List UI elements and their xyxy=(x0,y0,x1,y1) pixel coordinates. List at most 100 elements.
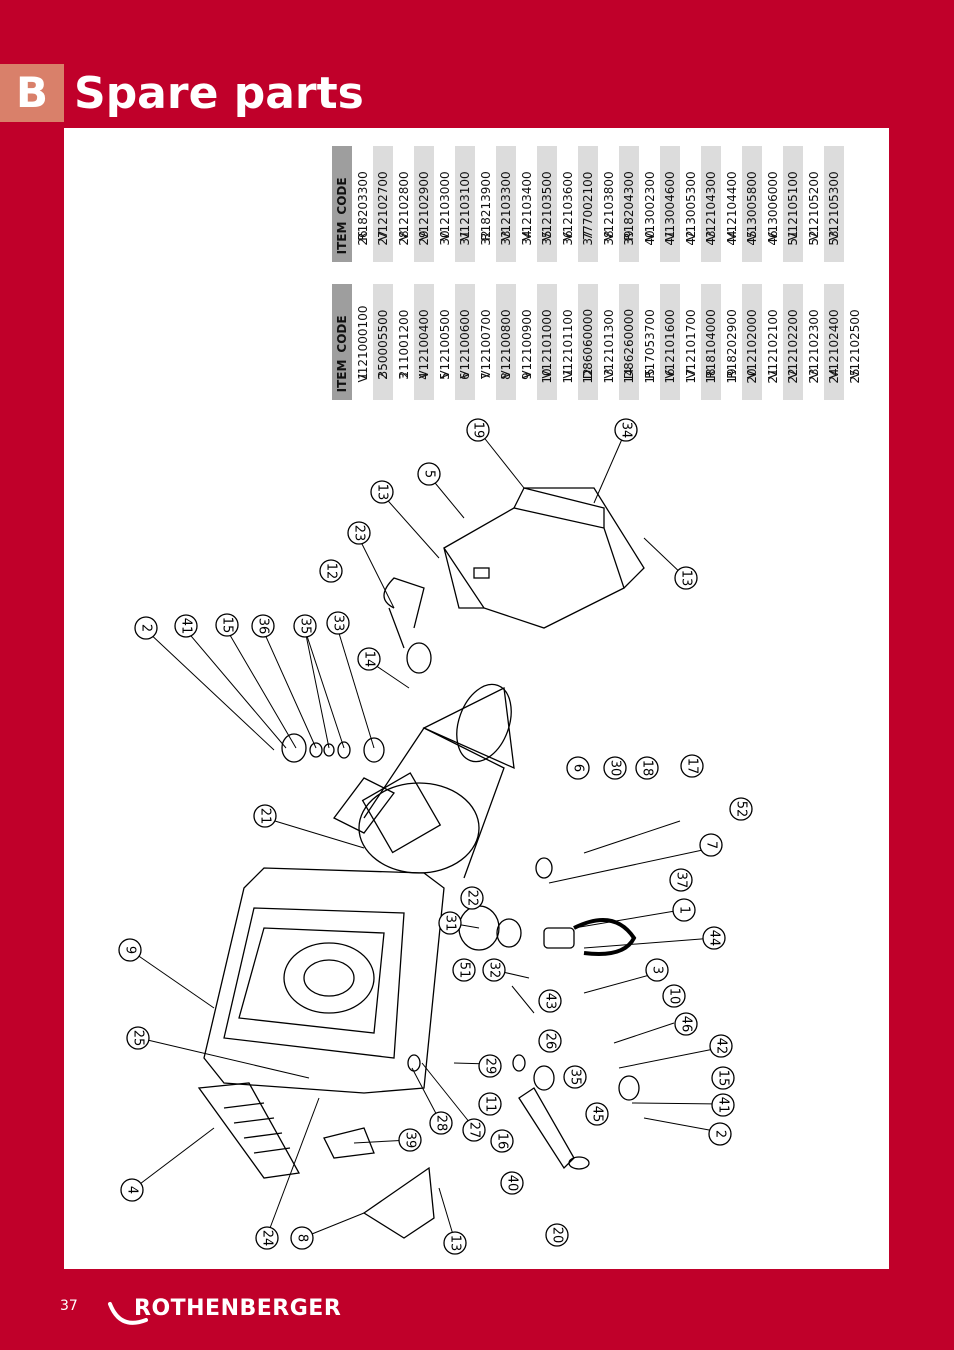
svg-text:25: 25 xyxy=(131,1030,146,1047)
svg-text:45: 45 xyxy=(590,1106,605,1123)
svg-text:52: 52 xyxy=(734,801,749,818)
callout: 42 xyxy=(709,1034,733,1058)
callout: 36 xyxy=(251,614,275,638)
callout: 11 xyxy=(478,1092,502,1116)
row-code: D86260000 xyxy=(622,308,636,380)
row-code: R18104000 xyxy=(704,309,718,379)
callout: 15 xyxy=(711,1066,735,1090)
callout: 7 xyxy=(699,833,723,857)
callout: 28 xyxy=(429,1111,453,1135)
row-code: V121000100 xyxy=(355,305,370,383)
row-code: R17053700 xyxy=(642,309,657,379)
callout: 10 xyxy=(662,984,686,1008)
callout: 52 xyxy=(729,797,753,821)
svg-text:24: 24 xyxy=(260,1230,275,1247)
callout: 35 xyxy=(293,614,317,638)
svg-text:5: 5 xyxy=(422,470,437,478)
row-code: V13006000 xyxy=(765,171,780,241)
svg-text:32: 32 xyxy=(487,962,502,979)
callout: 15 xyxy=(215,613,239,637)
svg-text:30: 30 xyxy=(608,760,623,777)
row-code: V12100400 xyxy=(417,309,431,379)
callout: 8 xyxy=(290,1226,314,1250)
callout: 2 xyxy=(708,1122,732,1146)
row-code: V12100900 xyxy=(519,309,534,379)
svg-text:51: 51 xyxy=(457,962,472,979)
section-badge: B xyxy=(0,64,64,122)
callout: 19 xyxy=(466,418,490,442)
page-number: 37 xyxy=(60,1298,78,1314)
row-code: V12103400 xyxy=(519,171,534,241)
row-code: R18204300 xyxy=(622,171,636,241)
exploded-parts-diagram: 2 41 15 36 35 33 14 12 23 13 5 19 34 13 … xyxy=(118,418,753,1255)
svg-text:4: 4 xyxy=(125,1186,140,1194)
svg-text:29: 29 xyxy=(483,1058,498,1075)
callout: 13 xyxy=(674,566,698,590)
row-code: V12103100 xyxy=(458,171,472,241)
callout: 12 xyxy=(319,559,343,583)
svg-text:36: 36 xyxy=(256,618,271,635)
row-code: V12102200 xyxy=(786,309,800,379)
callout: 32 xyxy=(482,958,506,982)
row-code: V13004600 xyxy=(663,171,677,241)
svg-text:16: 16 xyxy=(495,1133,510,1150)
row-code: V12100600 xyxy=(458,309,472,379)
svg-text:19: 19 xyxy=(471,422,486,439)
row-code: V12102300 xyxy=(806,309,821,379)
row-code: R18213900 xyxy=(478,171,493,241)
svg-text:34: 34 xyxy=(619,422,634,439)
svg-text:39: 39 xyxy=(403,1132,418,1149)
row-code: V12103500 xyxy=(540,171,554,241)
svg-text:28: 28 xyxy=(434,1115,449,1132)
callout: 9 xyxy=(118,938,142,962)
row-code: V12101000 xyxy=(540,309,554,379)
callout: 29 xyxy=(478,1054,502,1078)
svg-text:8: 8 xyxy=(295,1234,310,1242)
svg-text:13: 13 xyxy=(679,570,694,587)
svg-text:33: 33 xyxy=(331,615,346,632)
row-code: V12102500 xyxy=(847,309,862,379)
header-code: CODE xyxy=(335,177,349,215)
row-code: V12101300 xyxy=(601,309,616,379)
svg-text:15: 15 xyxy=(220,617,235,634)
callout: 45 xyxy=(585,1102,609,1126)
callout: 37 xyxy=(669,868,693,892)
row-code: 350005500 xyxy=(376,309,390,379)
header-item: ITEM xyxy=(335,359,349,393)
svg-text:13: 13 xyxy=(375,484,390,501)
header-code: CODE xyxy=(335,315,349,353)
callout: 39 xyxy=(398,1128,422,1152)
svg-text:11: 11 xyxy=(483,1096,498,1113)
callout: 23 xyxy=(347,521,371,545)
row-code: V12103800 xyxy=(601,171,616,241)
callout: 35 xyxy=(563,1065,587,1089)
brand-name: ROTHENBERGER xyxy=(134,1296,342,1321)
callout: 40 xyxy=(500,1171,524,1195)
callout: 1 xyxy=(672,898,696,922)
callout: 18 xyxy=(635,756,659,780)
svg-text:23: 23 xyxy=(352,525,367,542)
row-code: V12105300 xyxy=(827,171,841,241)
brand-logo xyxy=(108,1302,148,1325)
row-code: V12102900 xyxy=(417,171,431,241)
